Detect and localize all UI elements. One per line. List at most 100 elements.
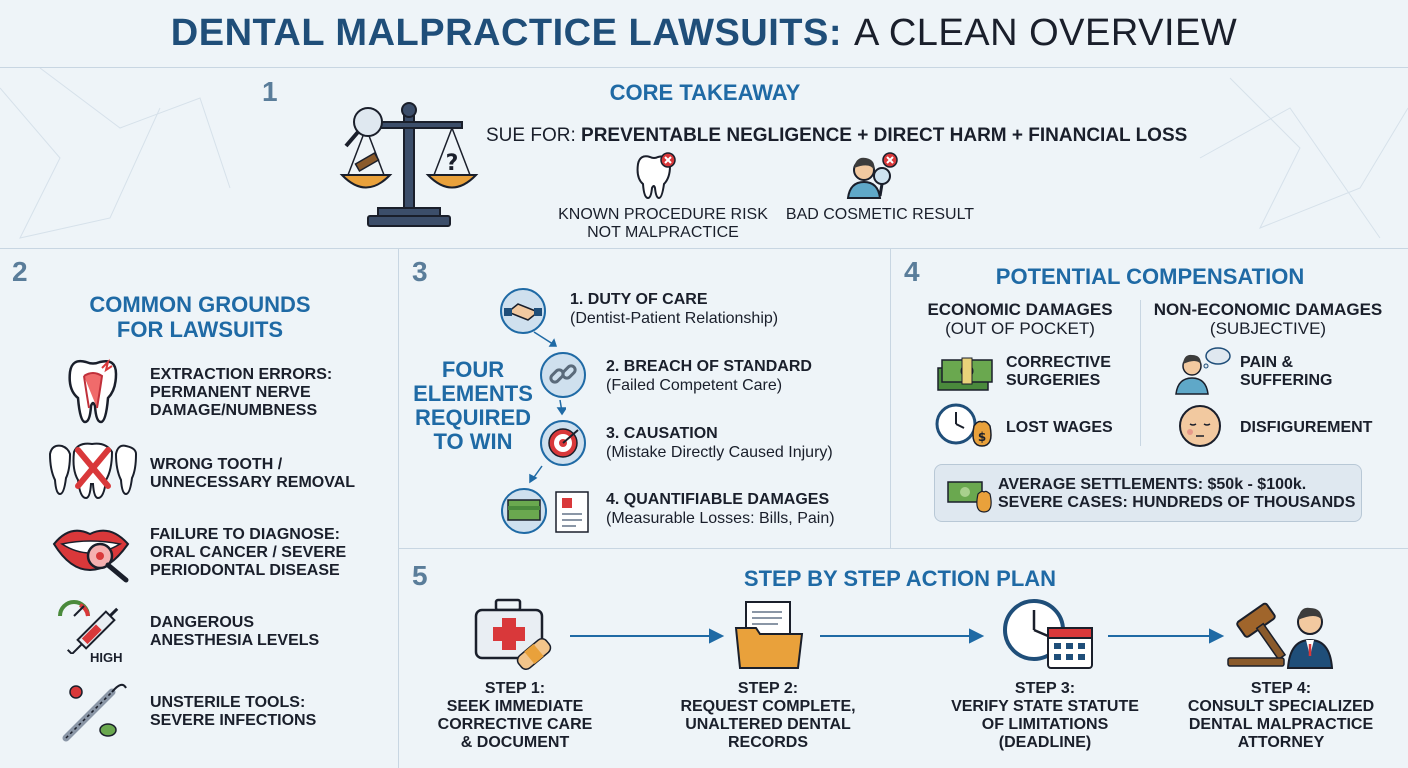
- element-2: 2. BREACH OF STANDARD (Failed Competent …: [606, 357, 886, 395]
- section2-heading-line2: FOR LAWSUITS: [116, 317, 284, 342]
- cash-stack-icon: [937, 357, 993, 391]
- economic-item-2: LOST WAGES: [1006, 419, 1136, 437]
- section3-heading-line2: ELEMENTS: [413, 381, 533, 406]
- section1-number: 1: [262, 76, 278, 107]
- mouth-magnifier-icon: [52, 529, 130, 583]
- divider-left: [398, 248, 399, 768]
- ground-item-2: WRONG TOOTH / UNNECESSARY REMOVAL: [150, 456, 390, 492]
- divider-top: [0, 248, 1408, 249]
- compensation-divider: [1140, 300, 1141, 446]
- face-disfigurement-icon: [1179, 405, 1221, 447]
- element-4-sub: (Measurable Losses: Bills, Pain): [606, 510, 835, 527]
- step-2: STEP 2: REQUEST COMPLETE, UNALTERED DENT…: [668, 680, 868, 752]
- step-1-line4: & DOCUMENT: [460, 734, 570, 751]
- element-3: 3. CAUSATION (Mistake Directly Caused In…: [606, 424, 886, 462]
- step-3-line4: (DEADLINE): [998, 734, 1092, 751]
- ground-item-2-line1: WRONG TOOTH /: [150, 456, 283, 473]
- section3-heading-line3: REQUIRED: [414, 405, 532, 430]
- ground-item-4-line2: ANESTHESIA LEVELS: [150, 632, 320, 649]
- sue-for-prefix: SUE FOR:: [486, 125, 576, 146]
- step-3-line1: STEP 3:: [1014, 680, 1076, 697]
- page-subtitle: A CLEAN OVERVIEW: [854, 12, 1238, 54]
- section2-heading: COMMON GROUNDS FOR LAWSUITS: [60, 292, 340, 342]
- economic-damages-header: ECONOMIC DAMAGES (OUT OF POCKET): [920, 300, 1120, 338]
- clock-calendar-icon: [1003, 599, 1093, 669]
- non-economic-damages-header: NON-ECONOMIC DAMAGES (SUBJECTIVE): [1150, 300, 1386, 338]
- svg-text:?: ?: [446, 151, 459, 176]
- gavel-attorney-icon: [1227, 602, 1334, 669]
- non-economic-damages-title: NON-ECONOMIC DAMAGES: [1153, 300, 1383, 319]
- non-economic-item-2: DISFIGUREMENT: [1240, 419, 1380, 437]
- non-economic-damages-sub: (SUBJECTIVE): [1209, 319, 1327, 338]
- step-4-line2: CONSULT SPECIALIZED: [1187, 698, 1375, 715]
- economic-item-2-line1: LOST WAGES: [1006, 419, 1113, 436]
- step-4-line3: DENTAL MALPRACTICE: [1188, 716, 1374, 733]
- section4-heading: POTENTIAL COMPENSATION: [995, 264, 1305, 289]
- ground-item-4-line1: DANGEROUS: [150, 614, 255, 631]
- section1-heading: CORE TAKEAWAY: [609, 80, 801, 105]
- step-2-line3: UNALTERED DENTAL: [685, 716, 851, 733]
- gauge-label-high: HIGH: [90, 650, 123, 665]
- element-3-sub: (Mistake Directly Caused Injury): [606, 444, 833, 461]
- exclusion-known-risk: KNOWN PROCEDURE RISK NOT MALPRACTICE: [556, 206, 770, 242]
- step-1: STEP 1: SEEK IMMEDIATE CORRECTIVE CARE &…: [420, 680, 610, 752]
- step-2-line4: RECORDS: [727, 734, 808, 751]
- ground-item-3-line2: ORAL CANCER / SEVERE: [150, 544, 347, 561]
- settlement-line1: AVERAGE SETTLEMENTS: $50k - $100k.: [998, 476, 1307, 493]
- step-3-line2: VERIFY STATE STATUTE: [951, 698, 1139, 715]
- unsterile-tool-icon: [62, 683, 127, 742]
- step-3: STEP 3: VERIFY STATE STATUTE OF LIMITATI…: [940, 680, 1150, 752]
- economic-item-1-line1: CORRECTIVE: [1006, 354, 1111, 371]
- non-economic-item-1-line1: PAIN &: [1240, 354, 1294, 371]
- step-2-line1: STEP 2:: [737, 680, 799, 697]
- page-title: DENTAL MALPRACTICE LAWSUITS:: [170, 12, 843, 54]
- section2-number: 2: [12, 256, 28, 287]
- non-economic-item-1: PAIN & SUFFERING: [1240, 354, 1380, 390]
- sue-for-criteria: PREVENTABLE NEGLIGENCE + DIRECT HARM + F…: [581, 125, 1188, 146]
- divider-bottom: [398, 548, 1408, 549]
- step-2-line2: REQUEST COMPLETE,: [680, 698, 856, 715]
- ground-item-5-line1: UNSTERILE TOOLS:: [150, 694, 306, 711]
- ground-item-3-line3: PERIODONTAL DISEASE: [150, 562, 340, 579]
- step-4: STEP 4: CONSULT SPECIALIZED DENTAL MALPR…: [1176, 680, 1386, 752]
- element-3-title: 3. CAUSATION: [606, 425, 718, 442]
- ground-item-1-line2: PERMANENT NERVE: [150, 384, 311, 401]
- section5-heading: STEP BY STEP ACTION PLAN: [743, 566, 1057, 591]
- ground-item-3: FAILURE TO DIAGNOSE: ORAL CANCER / SEVER…: [150, 526, 390, 580]
- person-mirror-icon: [846, 152, 898, 199]
- broken-chain-icon: [540, 352, 586, 398]
- elements-flow: [529, 331, 566, 484]
- section3-heading-line4: TO WIN: [433, 429, 513, 454]
- tooth-nerve-icon: [68, 358, 118, 424]
- section2-heading-line1: COMMON GROUNDS: [89, 292, 311, 317]
- step-1-line1: STEP 1:: [484, 680, 546, 697]
- background-pattern: [0, 68, 1408, 239]
- ground-item-3-line1: FAILURE TO DIAGNOSE:: [150, 526, 340, 543]
- money-bills-icon: [501, 488, 589, 534]
- step-arrows: [570, 628, 1225, 644]
- title-bar: DENTAL MALPRACTICE LAWSUITS: A CLEAN OVE…: [0, 0, 1408, 68]
- economic-item-1: CORRECTIVE SURGERIES: [1006, 354, 1136, 390]
- section3-number: 3: [412, 256, 428, 287]
- non-economic-item-2-line1: DISFIGUREMENT: [1240, 419, 1373, 436]
- element-2-title: 2. BREACH OF STANDARD: [606, 358, 812, 375]
- element-1: 1. DUTY OF CARE (Dentist-Patient Relatio…: [570, 290, 880, 328]
- scales-of-justice-icon: ?: [339, 102, 479, 227]
- step-1-line2: SEEK IMMEDIATE: [446, 698, 584, 715]
- non-economic-item-1-line2: SUFFERING: [1240, 372, 1333, 389]
- ground-item-1-line1: EXTRACTION ERRORS:: [150, 366, 333, 383]
- ground-item-2-line2: UNNECESSARY REMOVAL: [150, 474, 356, 491]
- section3-heading: FOUR ELEMENTS REQUIRED TO WIN: [410, 358, 536, 454]
- wrong-tooth-icon: [48, 442, 138, 500]
- economic-damages-title: ECONOMIC DAMAGES: [927, 300, 1113, 319]
- settlement-text: AVERAGE SETTLEMENTS: $50k - $100k. SEVER…: [998, 476, 1358, 512]
- ground-item-1-line3: DAMAGE/NUMBNESS: [150, 402, 318, 419]
- section4-number: 4: [904, 256, 920, 287]
- element-2-sub: (Failed Competent Care): [606, 377, 783, 394]
- step-1-line3: CORRECTIVE CARE: [437, 716, 593, 733]
- section3-heading-line1: FOUR: [441, 357, 505, 382]
- ground-item-4: DANGEROUS ANESTHESIA LEVELS: [150, 614, 390, 650]
- economic-damages-sub: (OUT OF POCKET): [945, 319, 1095, 338]
- clock-money-bag-icon: $: [935, 403, 992, 447]
- tooth-excluded-icon: [636, 152, 676, 200]
